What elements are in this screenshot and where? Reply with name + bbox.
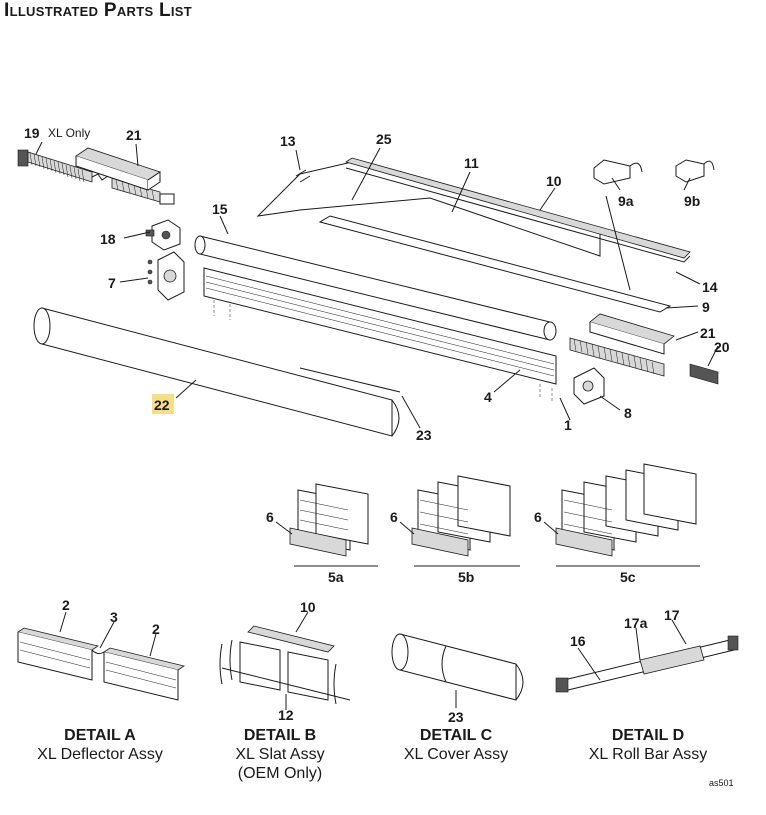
detail-c-name: DETAIL C: [419, 727, 493, 744]
callout-19: 19: [24, 125, 40, 141]
callout-6-b: 6: [390, 509, 398, 525]
callout-6-a: 6: [266, 509, 274, 525]
detail-b-description: XL Slat Assy: [235, 746, 325, 763]
slat-group-5a: [289, 483, 369, 557]
spring-assembly-part-19: [17, 149, 175, 205]
callout-22: 22: [154, 397, 170, 413]
callout-9: 9: [702, 299, 710, 315]
bracket-part-9b: [675, 159, 715, 183]
callout-6-c: 6: [534, 509, 542, 525]
spring-assembly-part-20: [569, 337, 719, 385]
callout-detail-a-2-right: 2: [152, 621, 160, 637]
callout-4: 4: [484, 389, 492, 405]
callout-13: 13: [280, 133, 296, 149]
callout-labels: 19 XL Only 21 13 25 11 10 9a 9b 18 15 7 …: [24, 125, 730, 725]
callout-8: 8: [624, 405, 632, 421]
detail-d-drawing: [555, 619, 739, 693]
callout-highlight: [152, 394, 174, 414]
leader-lines: [35, 141, 719, 429]
callout-detail-a-2-left: 2: [62, 597, 70, 613]
callout-21-lower: 21: [700, 325, 716, 341]
callout-9a: 9a: [618, 193, 634, 209]
callout-5b: 5b: [458, 569, 474, 585]
lead-rail-part-4: [203, 267, 557, 402]
callout-1: 1: [564, 417, 572, 433]
callout-7: 7: [108, 275, 116, 291]
page-title: Illustrated Parts List: [4, 0, 193, 21]
detail-d-description: XL Roll Bar Assy: [588, 746, 708, 763]
callout-21-upper: 21: [126, 127, 142, 143]
detail-c-drawing: [391, 633, 524, 708]
slat-leaders: [275, 521, 559, 535]
detail-b-drawing: [219, 611, 351, 710]
detail-a-caption: DETAIL A XL Deflector Assy: [0, 726, 200, 764]
detail-c-caption: DETAIL C XL Cover Assy: [356, 726, 556, 764]
detail-c-description: XL Cover Assy: [403, 746, 509, 763]
callout-detail-d-16: 16: [570, 633, 586, 649]
callout-15: 15: [212, 201, 228, 217]
callout-5c: 5c: [620, 569, 636, 585]
drawing-code: as501: [709, 778, 734, 788]
bracket-part-21-lower: [589, 313, 675, 355]
callout-23: 23: [416, 427, 432, 443]
callout-5a: 5a: [328, 569, 344, 585]
callout-detail-c-23: 23: [448, 709, 464, 725]
end-plate-part-18: [145, 219, 181, 251]
callout-14: 14: [702, 279, 718, 295]
slat-group-5c: [555, 463, 697, 557]
bracket-part-21-upper: [75, 147, 161, 191]
callout-detail-d-17: 17: [664, 607, 680, 623]
callout-18: 18: [100, 231, 116, 247]
bracket-part-9a: [593, 159, 643, 185]
detail-b-name: DETAIL B: [243, 727, 317, 744]
detail-a-description: XL Deflector Assy: [37, 746, 163, 763]
detail-b-note: (OEM Only): [237, 765, 323, 782]
callout-25: 25: [376, 131, 392, 147]
detail-a-name: DETAIL A: [64, 727, 136, 744]
detail-b-caption: DETAIL B XL Slat Assy (OEM Only): [180, 726, 380, 783]
callout-9b: 9b: [684, 193, 700, 209]
callout-detail-b-10: 10: [300, 599, 316, 615]
callout-11: 11: [464, 155, 479, 171]
slat-group-5b: [411, 475, 511, 557]
callout-detail-b-12: 12: [278, 707, 294, 723]
callout-detail-a-3: 3: [110, 609, 118, 625]
detail-d-caption: DETAIL D XL Roll Bar Assy: [548, 726, 748, 764]
callout-19-note: XL Only: [48, 126, 90, 140]
callout-20: 20: [714, 339, 730, 355]
end-cap-part-7: [147, 251, 185, 301]
callout-10: 10: [546, 173, 562, 189]
roller-tube-part-15: [194, 235, 557, 341]
cover-tube-part-22: [33, 307, 401, 437]
callout-detail-d-17a: 17a: [624, 615, 648, 631]
end-cap-part-8: [573, 367, 605, 405]
deflector-part-10: [318, 157, 691, 313]
detail-d-name: DETAIL D: [611, 727, 685, 744]
detail-a-drawing: [17, 611, 185, 701]
